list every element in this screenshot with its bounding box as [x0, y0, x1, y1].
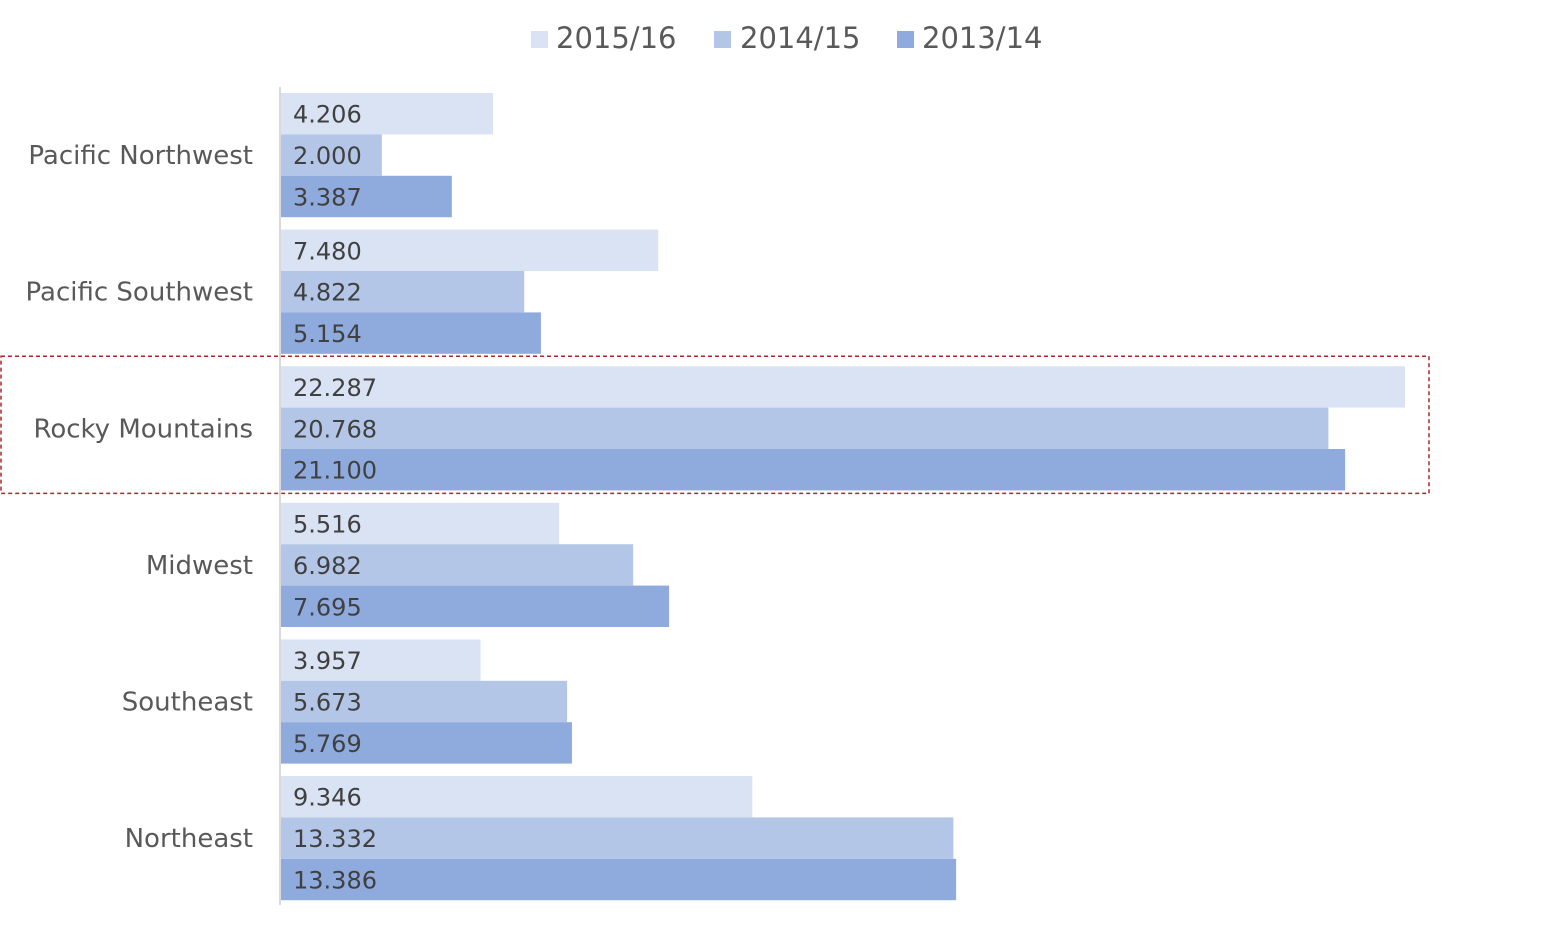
highlight-layer [0, 355, 1430, 495]
data-label-northeast-2015-16: 9.346 [293, 784, 362, 812]
legend: 2015/16 2014/15 2013/14 [531, 21, 1042, 55]
data-label-rocky-mountains-2014-15: 20.768 [293, 415, 377, 443]
bar-rocky-mountains-2015-16 [281, 366, 1405, 408]
bar-southeast-2015-16 [281, 639, 481, 681]
data-label-southeast-2013-14: 5.769 [293, 730, 362, 758]
bar-rocky-mountains-2014-15 [281, 407, 1329, 449]
category-label-pacific-northwest: Pacific Northwest [28, 141, 253, 171]
data-label-pacific-northwest-2015-16: 4.206 [293, 101, 362, 129]
data-label-rocky-mountains-2013-14: 21.100 [293, 457, 377, 485]
legend-swatch-2015-16 [531, 31, 548, 48]
bar-midwest-2014-15 [281, 544, 634, 586]
data-label-midwest-2014-15: 6.982 [293, 552, 362, 580]
category-label-midwest: Midwest [146, 551, 253, 581]
bars-layer: 4.206 2.000 3.387 7.480 4.822 5.154 22.287 20.7… [281, 93, 1405, 901]
bar-northeast-2014-15 [281, 817, 954, 859]
bar-southeast-2014-15 [281, 680, 568, 723]
legend-swatch-2013-14 [897, 31, 914, 48]
data-label-southeast-2015-16: 3.957 [293, 647, 362, 675]
legend-label-2013-14: 2013/14 [922, 21, 1042, 55]
category-label-northeast: Northeast [125, 824, 253, 854]
bar-pacific-northwest-2013-14 [281, 175, 452, 218]
bar-pacific-southwest-2015-16 [281, 229, 659, 271]
bar-pacific-northwest-2015-16 [281, 93, 494, 135]
category-label-southeast: Southeast [122, 688, 253, 718]
bar-midwest-2015-16 [281, 502, 560, 545]
data-label-midwest-2013-14: 7.695 [293, 593, 362, 621]
data-label-northeast-2014-15: 13.332 [293, 825, 377, 853]
legend-swatch-2014-15 [714, 31, 731, 48]
highlight-box-rocky-mountains [0, 355, 1430, 495]
data-label-pacific-southwest-2013-14: 5.154 [293, 320, 362, 348]
bar-pacific-southwest-2014-15 [281, 271, 525, 313]
data-label-pacific-northwest-2014-15: 2.000 [293, 142, 362, 170]
bar-northeast-2015-16 [281, 776, 753, 818]
category-label-rocky-mountains: Rocky Mountains [33, 414, 253, 444]
data-label-pacific-southwest-2014-15: 4.822 [293, 279, 362, 307]
bar-pacific-southwest-2013-14 [281, 312, 541, 354]
data-label-southeast-2014-15: 5.673 [293, 689, 362, 717]
bar-rocky-mountains-2013-14 [281, 449, 1346, 491]
bar-southeast-2013-14 [281, 722, 572, 764]
data-label-pacific-northwest-2013-14: 3.387 [293, 184, 362, 212]
legend-label-2014-15: 2014/15 [740, 21, 860, 55]
category-label-pacific-southwest: Pacific Southwest [26, 278, 253, 308]
legend-label-2015-16: 2015/16 [556, 21, 676, 55]
data-label-rocky-mountains-2015-16: 22.287 [293, 374, 377, 402]
data-label-northeast-2013-14: 13.386 [293, 867, 377, 895]
data-label-pacific-southwest-2015-16: 7.480 [293, 237, 362, 265]
bar-midwest-2013-14 [281, 585, 670, 627]
bar-pacific-northwest-2014-15 [281, 134, 382, 176]
data-label-midwest-2015-16: 5.516 [293, 511, 362, 539]
bar-northeast-2013-14 [281, 858, 957, 901]
